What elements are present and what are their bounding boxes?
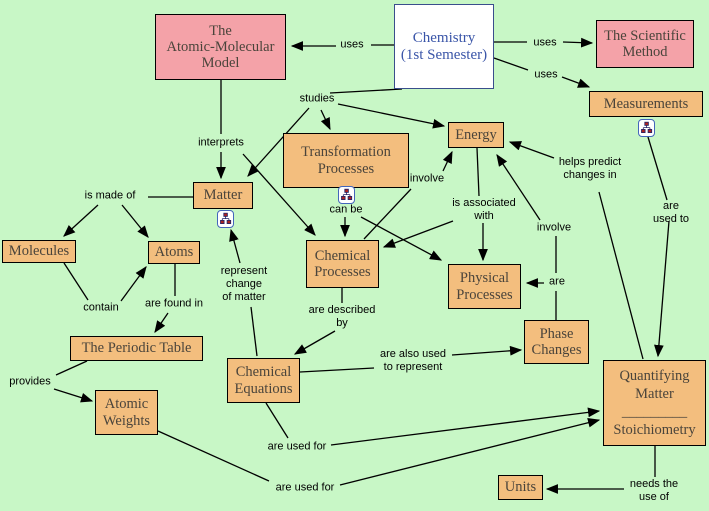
edge-represent-to-matter [229, 228, 241, 264]
edge-found-to-periodic-table [154, 312, 169, 334]
node-atomic-weights[interactable]: Atomic Weights [95, 390, 158, 435]
node-transformation-processes[interactable]: Transformation Processes [283, 133, 409, 188]
link-label-involve-right[interactable]: involve [536, 221, 572, 234]
edge-assoc-to-chemical [382, 220, 454, 248]
node-energy[interactable]: Energy [448, 122, 504, 148]
link-label-provides[interactable]: provides [9, 375, 51, 388]
edge-described-to-equations [293, 330, 336, 355]
edge-weights-usedfor-a [157, 430, 270, 482]
link-label-are-used-to[interactable]: are used to [652, 199, 690, 225]
edge-measurements-usedto-a [647, 136, 668, 201]
edge-equations-usedfor-a [265, 402, 289, 439]
node-atoms[interactable]: Atoms [148, 241, 200, 264]
edge-studies-to-energy [337, 103, 446, 129]
link-label-represent-change-of-matter[interactable]: represent change of matter [220, 265, 268, 304]
link-label-are-used-for-2[interactable]: are used for [275, 481, 335, 494]
link-label-is-made-of[interactable]: is made of [84, 189, 136, 202]
link-label-are-described-by[interactable]: are described by [308, 303, 376, 329]
link-label-are-found-in[interactable]: are found in [144, 297, 204, 310]
edge-provides-to-atomic-weights [53, 388, 94, 403]
edge-helps-to-energy [508, 141, 555, 159]
link-label-uses-right-top[interactable]: uses [533, 36, 557, 49]
node-phase-changes[interactable]: Phase Changes [524, 320, 589, 364]
edge-usedfor2-to-quantifying [339, 417, 601, 486]
edge-alsoused-to-phase [451, 345, 523, 356]
link-label-involve-left[interactable]: involve [409, 172, 445, 185]
node-physical-processes[interactable]: Physical Processes [448, 264, 521, 309]
node-chemistry[interactable]: Chemistry (1st Semester) [394, 4, 494, 89]
edge-chemproc-involve-a [363, 188, 412, 240]
edge-molecules-contain-a [63, 262, 89, 301]
edge-involve-to-energy-right [496, 153, 541, 221]
edge-energy-assoc-a [476, 147, 480, 197]
link-label-are[interactable]: are [549, 275, 565, 288]
link-label-uses-right-bottom[interactable]: uses [534, 68, 558, 81]
edge-canbe-to-physical-processes [360, 216, 443, 261]
edge-ismadeof-to-molecules [63, 204, 99, 237]
link-label-are-used-for-1[interactable]: are used for [267, 440, 327, 453]
edge-equations-alsoused-a [299, 367, 375, 373]
edge-involve-to-energy-left [442, 150, 453, 172]
node-chemical-equations[interactable]: Chemical Equations [227, 358, 300, 403]
edge-studies-to-matter [247, 107, 310, 177]
node-atomic-molecular-model[interactable]: The Atomic-Molecular Model [155, 14, 286, 80]
edge-uses-to-scientific-method [562, 37, 594, 48]
link-label-uses-left[interactable]: uses [340, 38, 364, 51]
node-scientific-method[interactable]: The Scientific Method [596, 20, 694, 68]
edge-periodic-provides-a [55, 360, 88, 376]
link-label-interprets[interactable]: interprets [198, 136, 244, 149]
node-units[interactable]: Units [498, 475, 543, 500]
edge-uses-to-measurements [561, 76, 591, 88]
link-label-is-associated-with[interactable]: is associated with [452, 196, 516, 222]
linked-resources-icon[interactable] [338, 186, 355, 204]
node-periodic-table[interactable]: The Periodic Table [70, 336, 203, 361]
link-label-contain[interactable]: contain [83, 301, 119, 314]
link-label-are-also-used-to-represent[interactable]: are also used to represent [379, 347, 447, 373]
edge-quant-helps-a [598, 191, 644, 360]
edge-studies-to-transformation [320, 109, 331, 131]
link-label-helps-predict-changes-in[interactable]: helps predict changes in [558, 155, 622, 181]
node-measurements[interactable]: Measurements [589, 91, 703, 117]
node-quantifying-matter-stoichiometry[interactable]: Quantifying Matter _________ Stoichiomet… [603, 360, 706, 446]
edge-contain-to-atoms [120, 266, 147, 302]
linked-resources-icon[interactable] [217, 210, 234, 228]
node-matter[interactable]: Matter [193, 182, 253, 209]
edge-interprets-to-chemical-processes [242, 153, 316, 236]
link-label-needs-the-use-of[interactable]: needs the use of [629, 477, 679, 503]
edge-chemistry-uses-right2-a [493, 57, 529, 71]
linked-resources-icon[interactable] [638, 119, 655, 137]
link-label-can-be[interactable]: can be [329, 203, 363, 216]
link-label-studies[interactable]: studies [299, 92, 335, 105]
edge-equations-represent-a [250, 306, 258, 357]
edge-usedfor1-to-quantifying [330, 407, 601, 446]
node-molecules[interactable]: Molecules [2, 240, 76, 263]
edge-chemistry-studies-a [329, 88, 403, 94]
edge-usedto-to-quantifying [654, 220, 670, 358]
node-chemical-processes[interactable]: Chemical Processes [306, 240, 379, 288]
edge-ismadeof-to-atoms [121, 204, 149, 238]
